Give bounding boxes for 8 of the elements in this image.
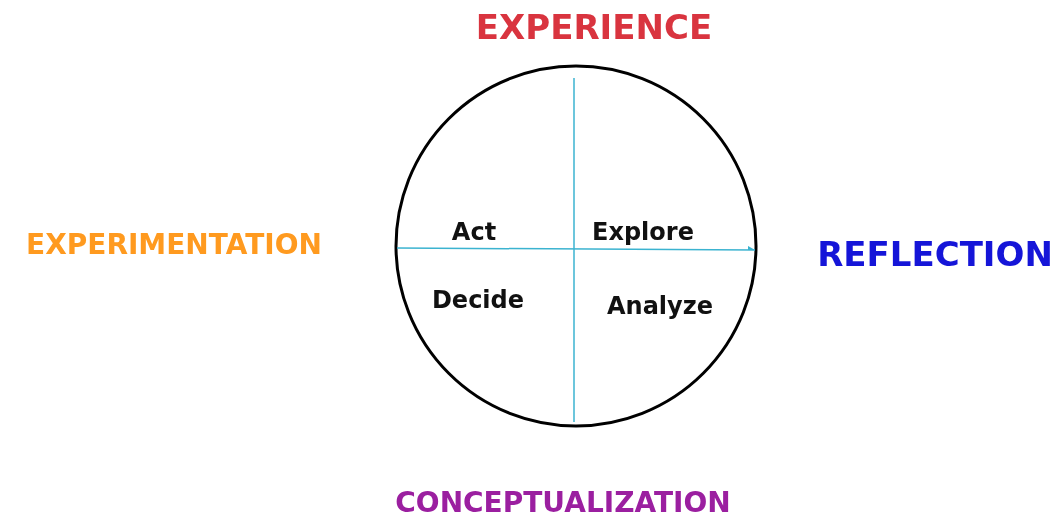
quadrant-label: Analyze	[607, 292, 713, 320]
quadrant-label: Decide	[431, 286, 525, 314]
quadrant-label: Explore	[592, 218, 694, 246]
stage-heading: EXPERIMENTATION	[26, 229, 322, 261]
quadrant-label: Act	[451, 218, 497, 246]
stage-heading: REFLECTION	[817, 236, 1053, 274]
stage-heading: EXPERIENCE	[475, 9, 713, 47]
stage-heading: CONCEPTUALIZATION	[395, 487, 731, 519]
